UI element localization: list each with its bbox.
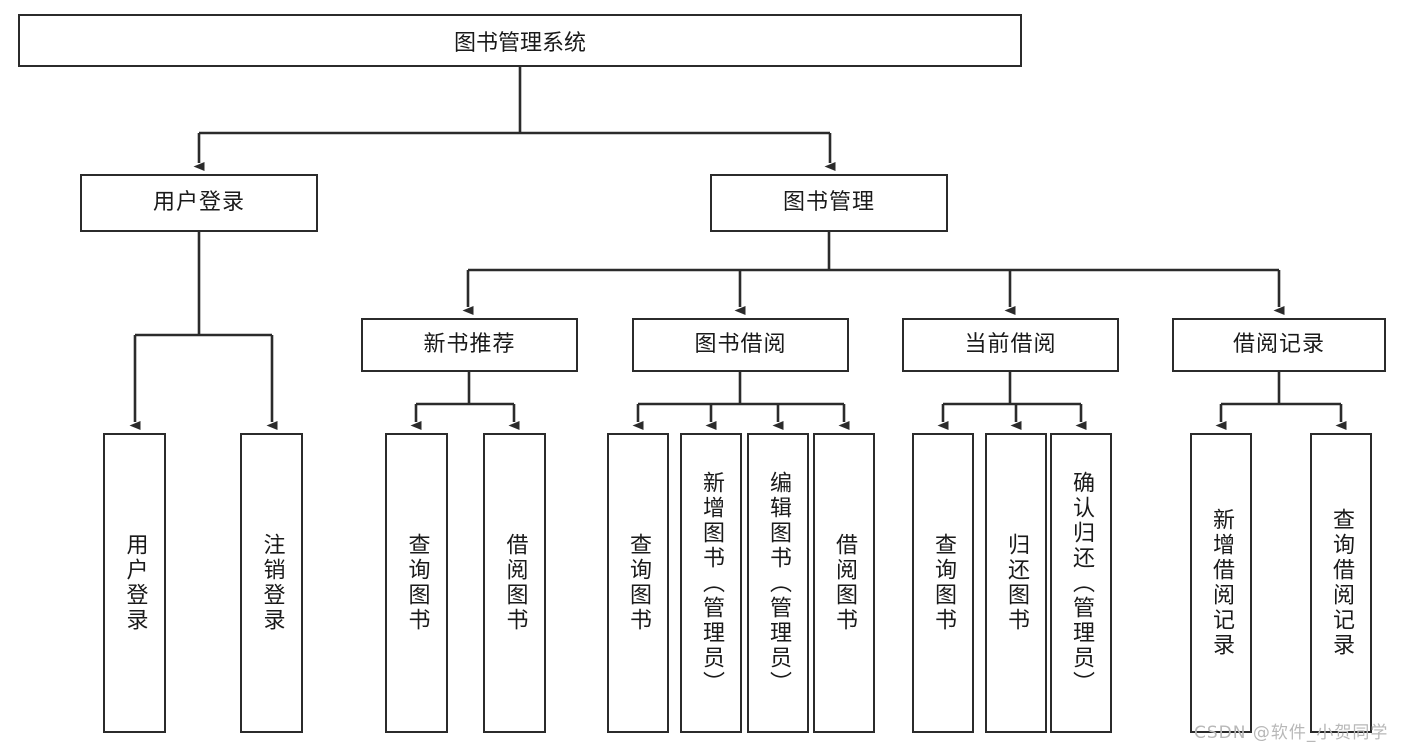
- node-leaf-query-book-2[interactable]: 查询图书: [607, 433, 669, 733]
- node-leaf-confirm-return-label: 确认归还（管理员）: [1069, 470, 1094, 696]
- node-leaf-logout[interactable]: 注销登录: [240, 433, 303, 733]
- node-root[interactable]: 图书管理系统: [18, 14, 1022, 67]
- node-leaf-borrow-book-2[interactable]: 借阅图书: [813, 433, 875, 733]
- node-leaf-borrow-book-2-label: 借阅图书: [832, 533, 857, 633]
- node-leaf-query-book-1[interactable]: 查询图书: [385, 433, 448, 733]
- node-leaf-edit-book[interactable]: 编辑图书（管理员）: [747, 433, 809, 733]
- node-leaf-confirm-return[interactable]: 确认归还（管理员）: [1050, 433, 1112, 733]
- node-root-label: 图书管理系统: [453, 30, 586, 56]
- node-leaf-query-book-3[interactable]: 查询图书: [912, 433, 974, 733]
- node-leaf-add-book-label: 新增图书（管理员）: [699, 470, 724, 696]
- node-user-login[interactable]: 用户登录: [80, 174, 318, 232]
- node-current-borrow[interactable]: 当前借阅: [902, 318, 1119, 372]
- node-leaf-add-record[interactable]: 新增借阅记录: [1190, 433, 1252, 733]
- node-leaf-query-book-1-label: 查询图书: [404, 533, 430, 633]
- node-leaf-query-book-3-label: 查询图书: [931, 533, 956, 633]
- node-new-book-rec-label: 新书推荐: [423, 331, 516, 357]
- node-leaf-return-book-label: 归还图书: [1004, 533, 1029, 633]
- node-leaf-add-record-label: 新增借阅记录: [1209, 508, 1234, 658]
- node-leaf-return-book[interactable]: 归还图书: [985, 433, 1047, 733]
- node-leaf-user-login-label: 用户登录: [122, 533, 148, 633]
- node-book-borrow[interactable]: 图书借阅: [632, 318, 849, 372]
- node-borrow-record[interactable]: 借阅记录: [1172, 318, 1386, 372]
- node-leaf-query-book-2-label: 查询图书: [626, 533, 651, 633]
- node-leaf-logout-label: 注销登录: [259, 533, 285, 633]
- node-current-borrow-label: 当前借阅: [964, 331, 1057, 357]
- node-book-borrow-label: 图书借阅: [694, 331, 787, 357]
- node-leaf-edit-book-label: 编辑图书（管理员）: [766, 470, 791, 696]
- node-leaf-query-record[interactable]: 查询借阅记录: [1310, 433, 1372, 733]
- node-book-manage[interactable]: 图书管理: [710, 174, 948, 232]
- node-leaf-query-record-label: 查询借阅记录: [1329, 508, 1354, 658]
- node-leaf-add-book[interactable]: 新增图书（管理员）: [680, 433, 742, 733]
- csdn-watermark: CSDN @软件_小贺同学: [1194, 723, 1389, 743]
- node-user-login-label: 用户登录: [152, 189, 245, 215]
- node-leaf-user-login[interactable]: 用户登录: [103, 433, 166, 733]
- node-leaf-borrow-book-1-label: 借阅图书: [502, 533, 528, 633]
- node-borrow-record-label: 借阅记录: [1232, 331, 1325, 357]
- node-leaf-borrow-book-1[interactable]: 借阅图书: [483, 433, 546, 733]
- node-book-manage-label: 图书管理: [782, 189, 875, 215]
- node-new-book-rec[interactable]: 新书推荐: [361, 318, 578, 372]
